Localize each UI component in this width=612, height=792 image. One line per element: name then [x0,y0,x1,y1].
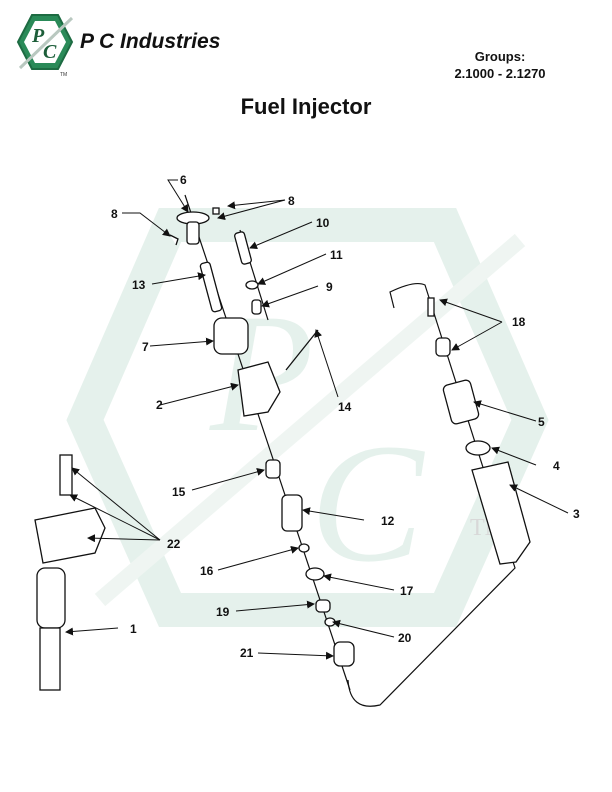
callout-7: 7 [142,340,149,354]
groups-heading: Groups: [474,49,526,64]
part-15 [265,459,281,479]
part-11 [245,280,259,290]
groups-range: 2.1000 - 2.1270 [454,66,546,81]
callout-5: 5 [538,415,545,429]
callout-8-right: 8 [288,194,295,208]
callout-13: 13 [132,278,146,292]
part-1-nozzle [39,627,61,691]
part-8-pin [212,207,220,215]
part-18-pin [427,297,435,317]
callout-19: 19 [216,605,230,619]
callout-11: 11 [330,248,343,262]
callout-12: 12 [381,514,395,528]
part-17 [305,567,325,581]
page-title: Fuel Injector [240,94,372,119]
part-22-bolt [59,454,73,496]
callout-22: 22 [167,537,181,551]
part-10 [234,231,252,265]
callout-10: 10 [316,216,330,230]
callout-14: 14 [338,400,352,414]
part-2 [237,361,281,417]
part-8-clip [169,234,179,246]
callout-6: 6 [180,173,187,187]
callout-15: 15 [172,485,186,499]
part-1-body [36,567,66,629]
svg-text:C: C [43,41,57,63]
pc-logo: P C TM [16,14,74,78]
brand-name: P C Industries [80,30,221,53]
callout-17: 17 [400,584,414,598]
callout-18: 18 [512,315,526,329]
part-7 [213,317,249,355]
part-5 [442,379,480,425]
part-4 [465,440,491,456]
callout-20: 20 [398,631,412,645]
part-18-cap [435,337,451,357]
callout-3: 3 [573,507,580,521]
callout-4: 4 [553,459,560,473]
part-9 [251,299,262,315]
callout-8-left: 8 [111,207,118,221]
part-12 [281,494,303,532]
callout-9: 9 [326,280,333,294]
part-3 [471,461,531,565]
callout-2: 2 [156,398,163,412]
part-19 [315,599,331,613]
svg-text:TM: TM [60,72,67,78]
leader-lines [65,179,569,660]
callout-1: 1 [130,622,137,636]
part-6-stem [186,221,200,245]
callout-16: 16 [200,564,214,578]
part-16 [298,543,310,553]
groups-label: Groups: 2.1000 - 2.1270 [445,48,555,82]
svg-text:P: P [31,25,45,47]
part-22-bracket [34,507,106,564]
svg-text:C: C [310,409,425,597]
callout-21: 21 [240,646,254,660]
part-21 [333,641,355,667]
part-14 [285,329,319,371]
